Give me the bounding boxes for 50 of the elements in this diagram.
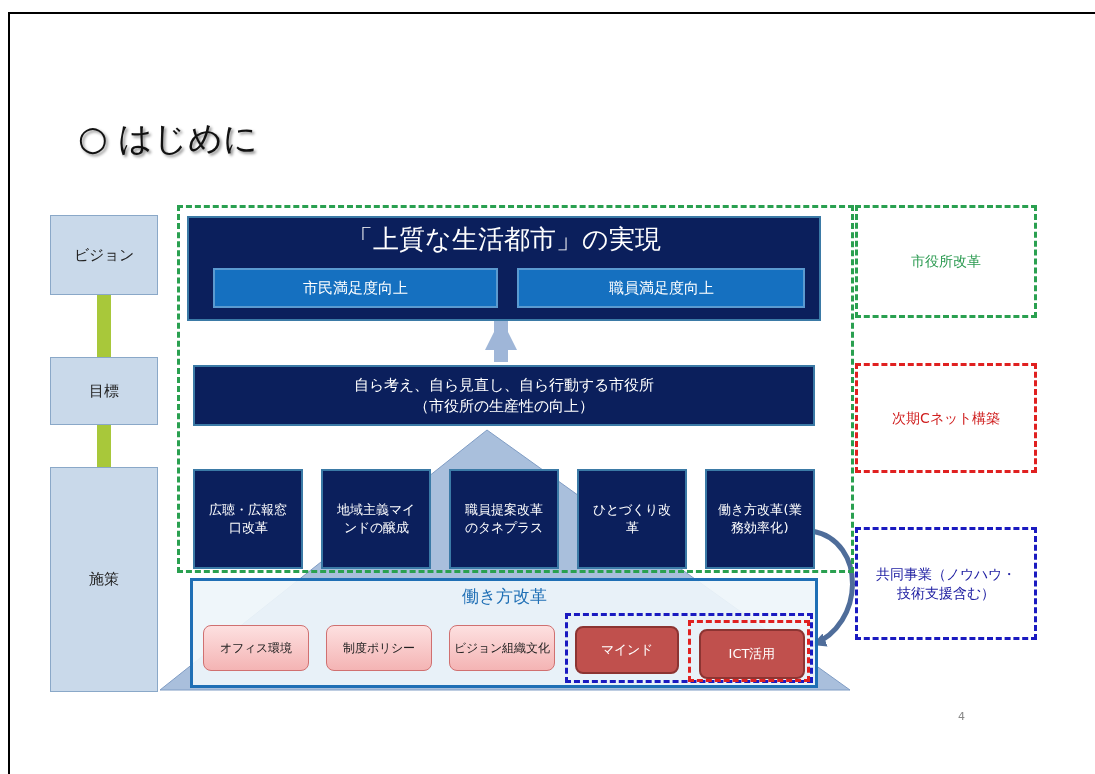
box-text: 施策 [89, 569, 119, 590]
factor-box [575, 626, 679, 674]
factor-box [699, 629, 805, 679]
process-box [449, 469, 559, 569]
process-box [321, 469, 431, 569]
factor-box [326, 625, 432, 671]
connector-bar [97, 425, 111, 467]
slide-title: ○ はじめに [78, 117, 259, 160]
box-text: 次期Cネット構築 [892, 408, 1000, 428]
box-text: 地域主義マインドの醸成 [336, 501, 416, 537]
dashed-group-frame [565, 613, 813, 683]
box-text: 職員提案改革のタネプラス [464, 501, 544, 537]
box-text: 制度ポリシー [343, 639, 415, 657]
legend-box [855, 363, 1037, 473]
objective-box [193, 365, 815, 426]
box-text: マインド [601, 641, 653, 659]
box-text: オフィス環境 [220, 639, 292, 657]
box-text: 自ら考え、自ら見直し、自ら行動する市役所 [354, 375, 654, 396]
dashed-group-frame [177, 205, 854, 573]
dashed-group-frame [688, 620, 810, 682]
level-box [50, 467, 158, 692]
process-box [193, 469, 303, 569]
level-box [50, 357, 158, 425]
panel-heading: 働き方改革 [460, 585, 548, 608]
legend-box [855, 527, 1037, 640]
page-number: 4 [958, 710, 965, 723]
connector-bar [97, 295, 111, 357]
factor-box [449, 625, 555, 671]
factor-box [203, 625, 309, 671]
panel-heading: 「上質な生活都市」の実現 [346, 223, 662, 256]
measure-panel [190, 578, 818, 688]
box-text: 目標 [89, 380, 119, 402]
goal-box [213, 268, 498, 308]
box-subtext: （市役所の生産性の向上） [414, 395, 594, 416]
goal-box [517, 268, 805, 308]
box-text: ICT活用 [728, 645, 776, 663]
box-text: ビジョン組織文化 [454, 639, 550, 657]
vision-panel [187, 216, 821, 321]
box-text: 市民満足度向上 [303, 277, 408, 299]
box-text: 職員満足度向上 [608, 277, 714, 299]
box-text: 共同事業（ノウハウ・技術支援含む） [875, 564, 1017, 603]
box-text: ひとづくり改革 [593, 501, 671, 537]
box-text: 広聴・広報窓口改革 [208, 501, 288, 537]
process-box [577, 469, 687, 569]
box-text: 市役所改革 [911, 252, 981, 271]
legend-box [855, 205, 1037, 318]
box-text: ビジョン [74, 244, 134, 266]
level-box [50, 215, 158, 295]
box-text: 働き方改革(業務効率化) [717, 501, 803, 537]
process-box [705, 469, 815, 569]
